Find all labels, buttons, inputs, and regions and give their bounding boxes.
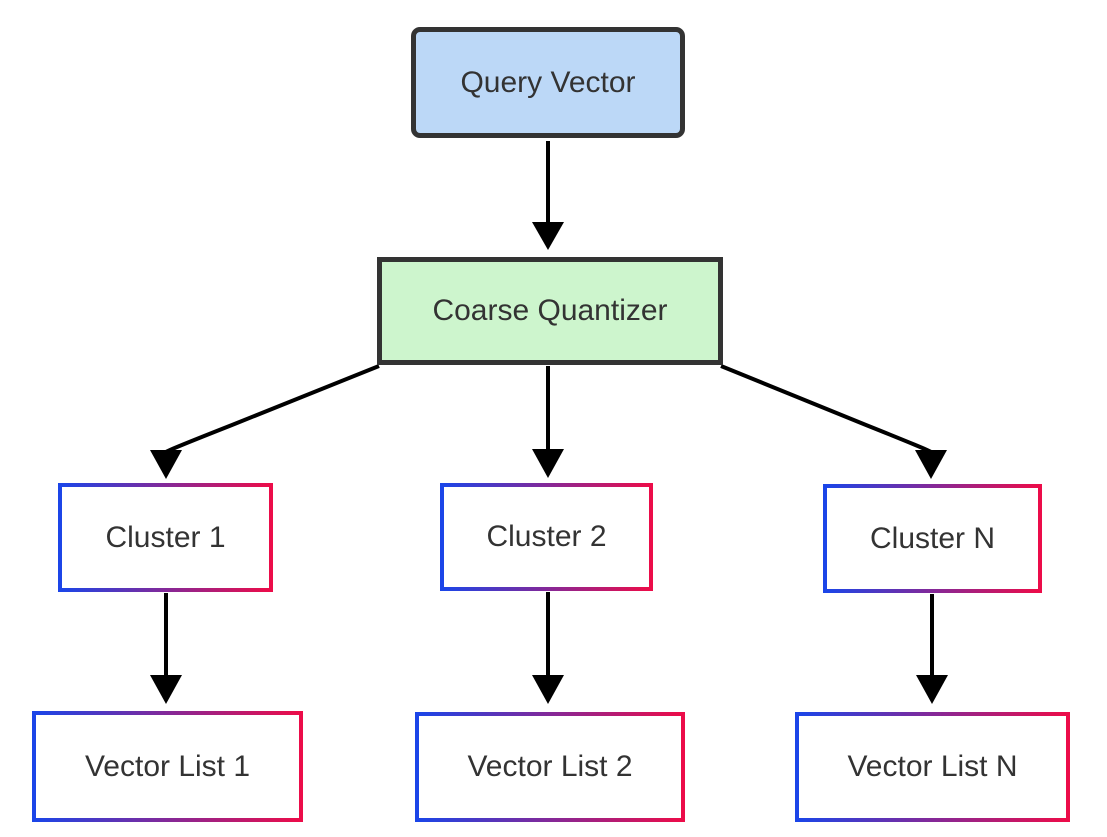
- node-coarse-quantizer: Coarse Quantizer: [377, 257, 723, 365]
- node-vector-list-2: Vector List 2: [415, 712, 685, 822]
- node-cluster-n-label: Cluster N: [869, 521, 996, 555]
- node-cluster-2: Cluster 2: [440, 483, 653, 591]
- node-coarse-quantizer-label: Coarse Quantizer: [432, 294, 668, 327]
- edge-cluster-n-to-vector-list-n: [916, 594, 948, 704]
- node-vector-list-2-label: Vector List 2: [467, 750, 633, 783]
- node-vector-list-n: Vector List N: [795, 712, 1070, 822]
- node-vector-list-1-label: Vector List 1: [84, 749, 251, 783]
- node-cluster-1-label: Cluster 1: [105, 520, 226, 554]
- edge-query-to-quantizer: [532, 141, 564, 250]
- node-cluster-n: Cluster N: [823, 484, 1042, 593]
- edge-quantizer-to-cluster-n: [720, 364, 947, 479]
- node-query-vector: Query Vector: [411, 27, 685, 138]
- node-vector-list-1: Vector List 1: [32, 711, 303, 822]
- edge-cluster-2-to-vector-list-2: [532, 592, 564, 704]
- edge-quantizer-to-cluster-1: [150, 364, 380, 479]
- node-cluster-1: Cluster 1: [58, 483, 273, 592]
- edge-cluster-1-to-vector-list-1: [150, 593, 182, 704]
- edge-quantizer-to-cluster-2: [532, 366, 564, 478]
- node-vector-list-n-label: Vector List N: [847, 750, 1018, 783]
- node-cluster-2-label: Cluster 2: [486, 520, 607, 553]
- node-query-vector-label: Query Vector: [460, 65, 636, 99]
